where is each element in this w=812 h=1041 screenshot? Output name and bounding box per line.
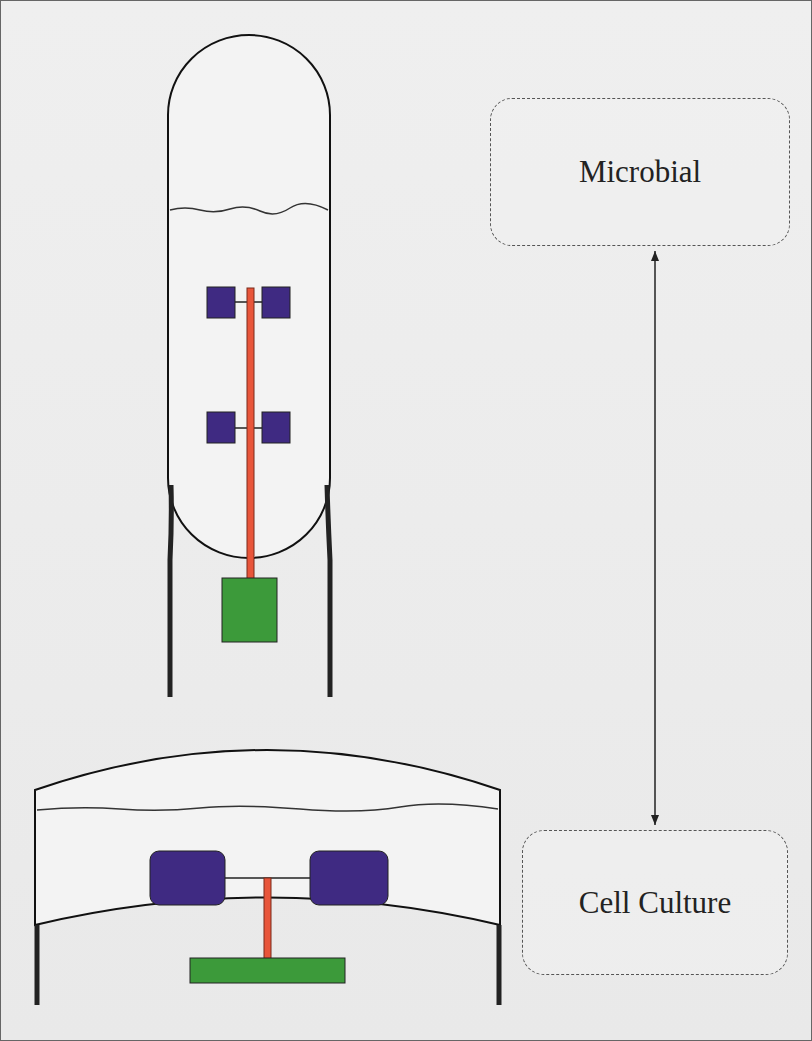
shaft [247, 288, 254, 580]
impeller-blade [310, 851, 388, 905]
tall-fermenter [168, 35, 330, 697]
impeller-blade [262, 412, 290, 443]
dashed-box: Microbial [490, 98, 790, 246]
box-label: Microbial [579, 154, 701, 190]
impeller-blade [150, 851, 225, 905]
motor [222, 578, 277, 642]
impeller-blade [207, 412, 235, 443]
impeller-blade [207, 287, 235, 318]
leg [170, 485, 171, 697]
box-label: Cell Culture [579, 885, 731, 921]
double-arrow [654, 251, 656, 825]
flat-bioreactor [35, 750, 500, 1005]
liquid-level [37, 804, 498, 811]
liquid-level [170, 203, 328, 213]
motor [190, 958, 345, 983]
impeller-blade [262, 287, 290, 318]
leg [327, 485, 330, 697]
shaft [264, 878, 271, 960]
dashed-box: Cell Culture [522, 830, 788, 975]
leg [497, 925, 502, 1005]
leg [35, 925, 40, 1005]
